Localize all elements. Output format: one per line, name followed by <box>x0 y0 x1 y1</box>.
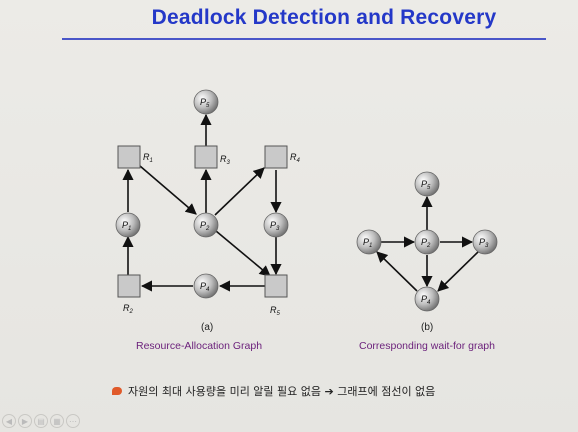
process-p4 <box>193 273 219 299</box>
edge-p3-p4 <box>437 251 479 292</box>
label-p3: P3 <box>270 220 280 232</box>
more-options-button[interactable]: ⋯ <box>66 414 80 428</box>
graph-a-resources <box>117 145 288 298</box>
prev-slide-button[interactable]: ◀ <box>2 414 16 428</box>
resource-r5 <box>264 274 288 298</box>
wfg-label-p5: P5 <box>421 179 431 191</box>
slide-title: Deadlock Detection and Recovery <box>151 6 497 29</box>
next-slide-button[interactable]: ▶ <box>18 414 32 428</box>
edge-p2-r5 <box>215 230 271 277</box>
graph-b-title: Corresponding wait-for graph <box>359 340 495 352</box>
process-p1 <box>115 212 141 238</box>
wfg-label-p4: P4 <box>421 294 431 306</box>
label-p4: P4 <box>200 281 210 293</box>
graph-a-title: Resource-Allocation Graph <box>136 340 263 352</box>
wfg-process-p4 <box>414 286 440 312</box>
graph-a-processes <box>115 89 289 299</box>
resource-r4 <box>264 145 288 169</box>
wfg-process-p1 <box>356 229 382 255</box>
process-p2 <box>193 212 219 238</box>
resource-r2 <box>117 274 141 298</box>
process-p3 <box>263 212 289 238</box>
slide-menu-button[interactable]: ▤ <box>34 414 48 428</box>
wfg-process-p3 <box>472 229 498 255</box>
edge-r1-p2 <box>139 165 197 215</box>
wfg-process-p2 <box>414 229 440 255</box>
wfg-label-p1: P1 <box>363 237 372 249</box>
label-r1: R1 <box>143 152 153 164</box>
label-r4: R4 <box>290 152 301 164</box>
edge-p2-r4 <box>214 167 265 216</box>
slide-sorter-button[interactable]: ▦ <box>50 414 64 428</box>
label-p5: P5 <box>200 97 210 109</box>
edge-p4-p1 <box>376 251 418 292</box>
title-underline <box>62 38 546 40</box>
graph-b-processes <box>356 171 498 312</box>
graph-b-caption: (b) <box>421 322 434 333</box>
bullet-icon <box>112 387 122 395</box>
resource-r1 <box>117 145 141 169</box>
wfg-label-p3: P3 <box>479 237 489 249</box>
label-r5: R5 <box>270 305 281 317</box>
resource-r3 <box>194 145 218 169</box>
wfg-label-p2: P2 <box>421 237 431 249</box>
label-r3: R3 <box>220 154 231 166</box>
graph-a-edges <box>122 113 282 292</box>
wfg-process-p5 <box>414 171 440 197</box>
process-p5 <box>193 89 219 115</box>
label-r2: R2 <box>123 303 134 315</box>
label-p1: P1 <box>122 220 131 232</box>
graph-a-caption: (a) <box>201 322 214 333</box>
footnote-text: 자원의 최대 사용량을 미리 알릴 필요 없음 ➔ 그래프에 점선이 없음 <box>128 385 436 398</box>
slide-nav-controls: ◀ ▶ ▤ ▦ ⋯ <box>2 414 80 428</box>
graph-b-edges <box>376 195 479 292</box>
label-p2: P2 <box>200 220 210 232</box>
footnote: 자원의 최대 사용량을 미리 알릴 필요 없음 ➔ 그래프에 점선이 없음 <box>112 383 435 399</box>
